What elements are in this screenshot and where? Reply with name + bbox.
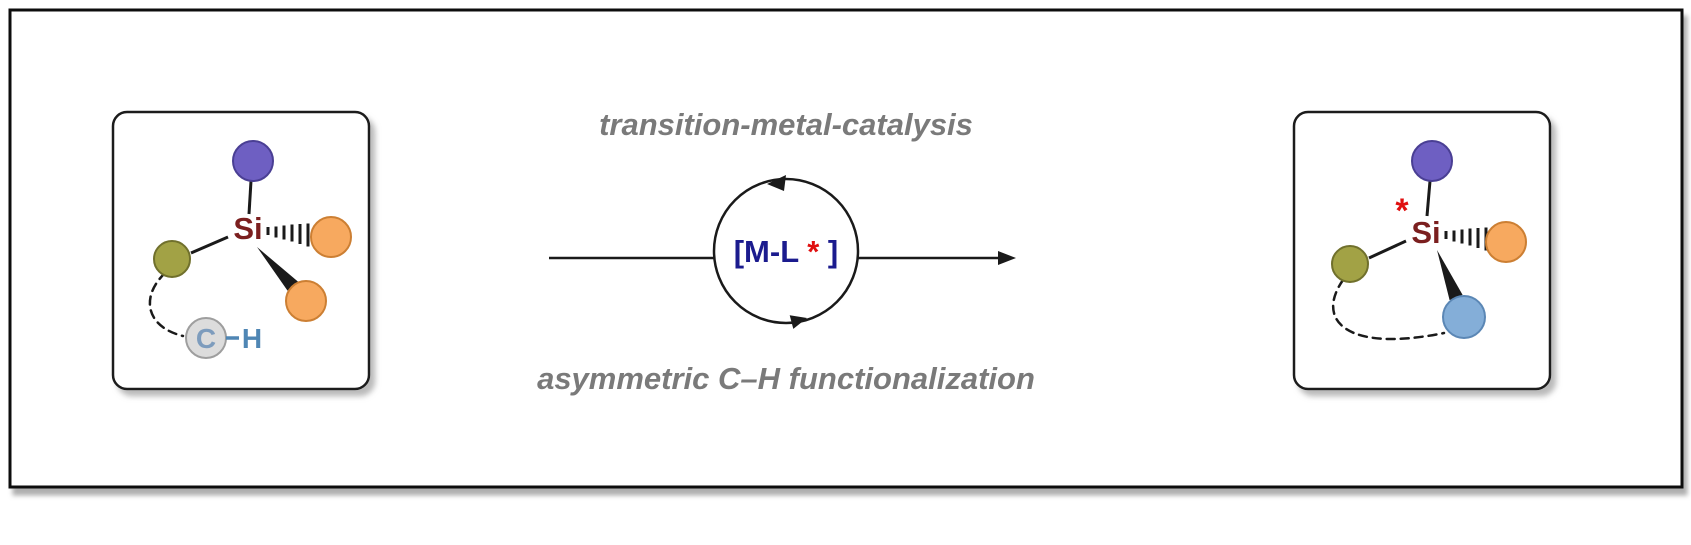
bond-si-olive-right bbox=[1368, 239, 1407, 260]
cycle-arrowhead-top bbox=[767, 175, 786, 191]
catalyst-open: [M-L bbox=[734, 234, 799, 269]
right-panel-box bbox=[1292, 110, 1552, 391]
catalyst-close: ] bbox=[828, 234, 838, 269]
si-label-right: Si bbox=[1411, 215, 1440, 250]
catalyst-label: [M-L * ] bbox=[734, 234, 839, 269]
si-label-left: Si bbox=[233, 211, 262, 246]
substituent-sphere-olive-right bbox=[1331, 245, 1369, 283]
right-panel: * Si bbox=[1292, 110, 1552, 391]
wedge-bond-si-blue bbox=[1437, 250, 1463, 301]
catalytic-cycle-circle bbox=[712, 177, 860, 325]
wedge-bond-si-orange bbox=[257, 247, 298, 291]
substituent-sphere-olive bbox=[153, 240, 191, 278]
bond-si-olive bbox=[190, 235, 229, 255]
bond-si-purple bbox=[247, 180, 253, 215]
substituent-sphere-purple bbox=[232, 140, 274, 182]
hydrogen-label: H bbox=[242, 323, 262, 354]
bond-si-purple-right bbox=[1425, 180, 1432, 217]
substituent-sphere-orange-bottom bbox=[285, 280, 327, 322]
cycle-arrowhead-bottom bbox=[789, 315, 807, 329]
reaction-arrowhead bbox=[998, 251, 1016, 265]
substituent-sphere-orange-right bbox=[310, 216, 352, 258]
reaction-center: transition-metal-catalysis [M-L * ] asym… bbox=[537, 107, 1035, 396]
bottom-label: asymmetric C–H functionalization bbox=[537, 361, 1035, 396]
stereocenter-asterisk: * bbox=[1395, 192, 1409, 230]
substituent-sphere-purple-right bbox=[1411, 140, 1453, 182]
top-label: transition-metal-catalysis bbox=[599, 107, 973, 142]
hashed-bond-si-orange bbox=[266, 223, 310, 247]
dashed-tether-left bbox=[148, 271, 185, 338]
carbon-label: C bbox=[196, 323, 216, 354]
dashed-tether-right bbox=[1331, 278, 1446, 341]
left-panel: Si C H bbox=[111, 110, 371, 391]
substituent-sphere-orange-right2 bbox=[1485, 221, 1527, 263]
substituent-sphere-blue bbox=[1442, 295, 1486, 339]
catalyst-asterisk: * bbox=[807, 234, 820, 269]
